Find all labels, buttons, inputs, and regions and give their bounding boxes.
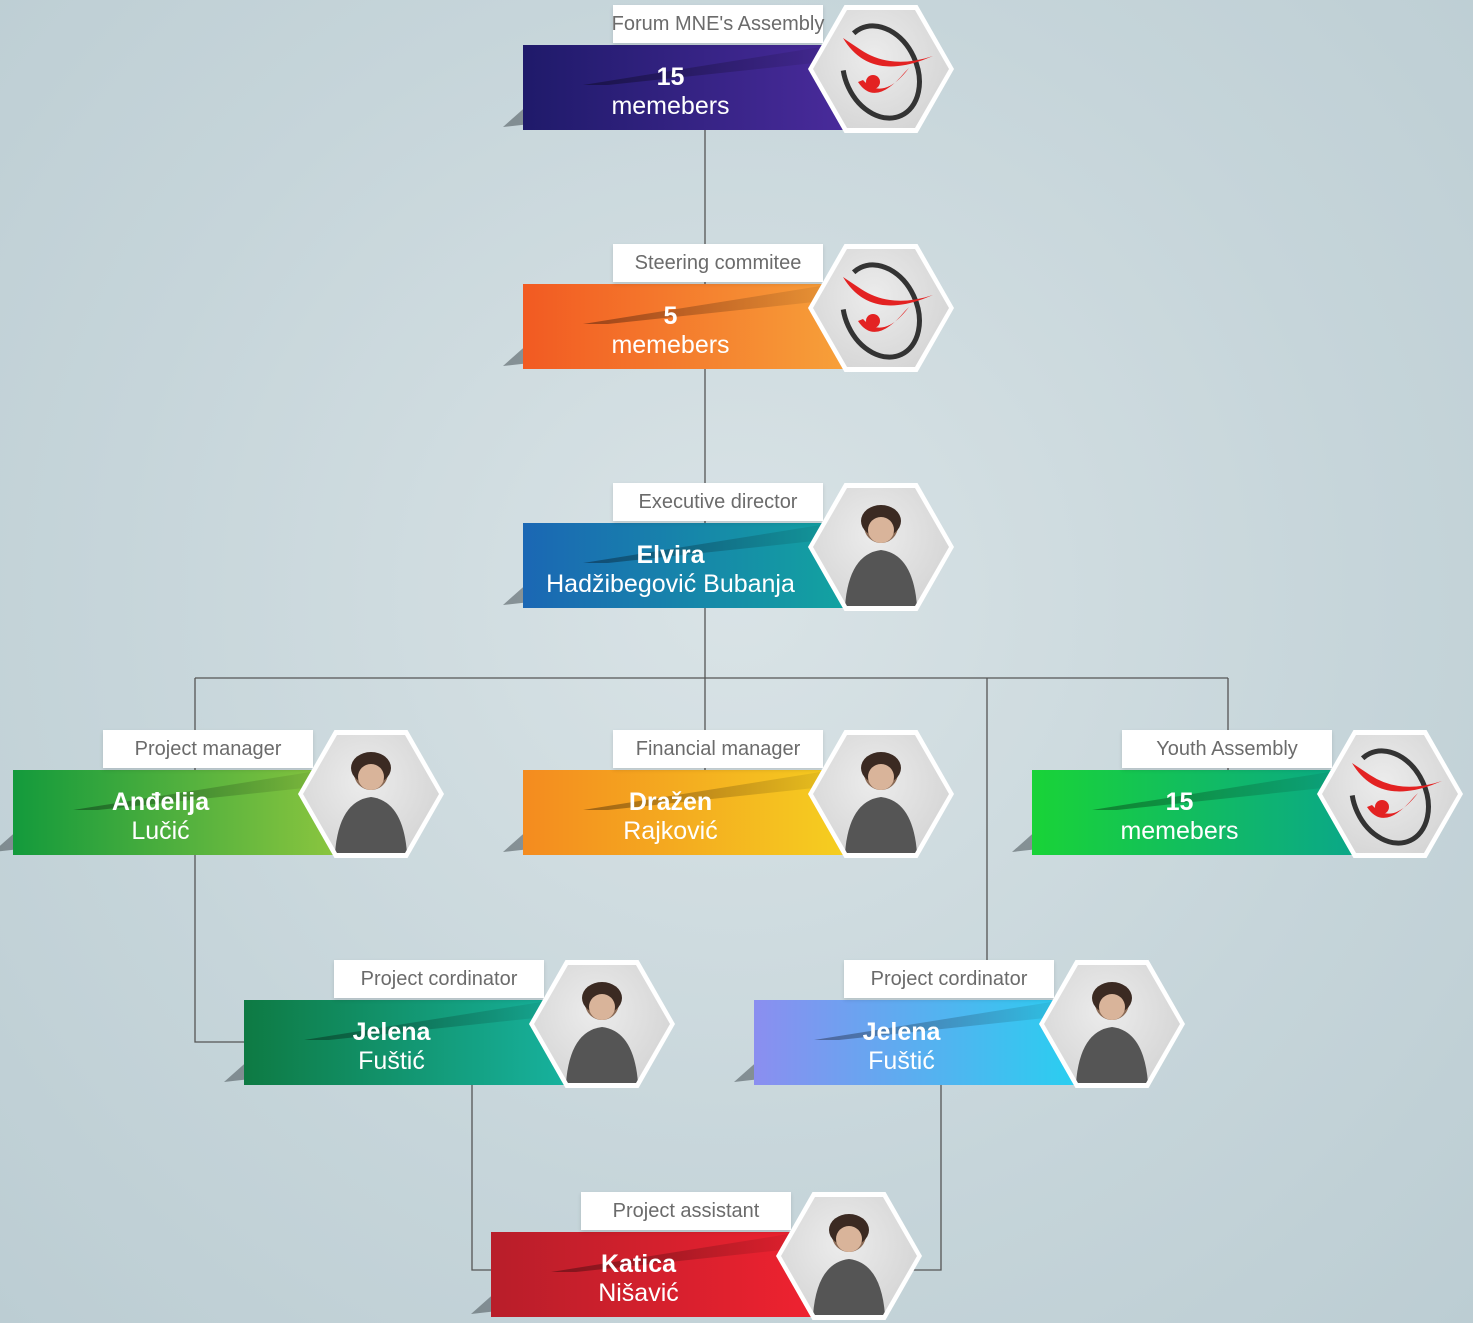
name-band xyxy=(523,770,853,855)
role-label: Project manager xyxy=(103,730,313,768)
name-line-1: 5 xyxy=(663,302,678,330)
name-line-2: Lučić xyxy=(131,817,190,845)
name-line-1: 15 xyxy=(656,63,685,91)
avatar-hexagon xyxy=(1317,730,1463,858)
avatar-hexagon xyxy=(808,5,954,133)
forum-logo-icon xyxy=(813,249,949,367)
name-line-2: Hadžibegović Bubanja xyxy=(546,570,795,598)
avatar-hexagon xyxy=(808,483,954,611)
name-band xyxy=(1032,770,1362,855)
avatar-hexagon xyxy=(529,960,675,1088)
avatar-hexagon xyxy=(1039,960,1185,1088)
role-label: Project assistant xyxy=(581,1192,791,1230)
role-label: Project cordinator xyxy=(844,960,1054,998)
name-band xyxy=(523,45,853,130)
avatar-hexagon xyxy=(808,730,954,858)
name-line-1: Jelena xyxy=(352,1018,431,1046)
role-label: Youth Assembly xyxy=(1122,730,1332,768)
name-line-2: Fuštić xyxy=(358,1047,425,1075)
name-line-1: Katica xyxy=(600,1250,677,1278)
name-line-2: Fuštić xyxy=(868,1047,935,1075)
name-band xyxy=(523,284,853,369)
role-label: Executive director xyxy=(613,483,823,521)
person-photo-icon xyxy=(303,735,439,853)
connector-pm-coord1 xyxy=(194,852,244,1043)
role-label: Financial manager xyxy=(613,730,823,768)
name-line-2: Nišavić xyxy=(598,1279,679,1307)
name-line-1: Dražen xyxy=(628,788,713,816)
connector-coord1-assistant xyxy=(471,1083,491,1271)
name-line-2: Rajković xyxy=(623,817,718,845)
name-line-2: memebers xyxy=(611,92,730,120)
name-band xyxy=(754,1000,1084,1085)
forum-logo-icon xyxy=(813,10,949,128)
name-line-1: Anđelija xyxy=(111,788,210,816)
name-line-1: 15 xyxy=(1165,788,1194,816)
name-band xyxy=(13,770,343,855)
avatar-hexagon xyxy=(298,730,444,858)
name-band xyxy=(523,523,853,608)
person-photo-icon xyxy=(813,735,949,853)
role-label: Project cordinator xyxy=(334,960,544,998)
name-band xyxy=(491,1232,821,1317)
name-line-1: Elvira xyxy=(636,541,705,569)
role-label: Forum MNE's Assembly xyxy=(612,5,824,43)
avatar-hexagon xyxy=(776,1192,922,1320)
name-band xyxy=(244,1000,574,1085)
name-line-2: memebers xyxy=(611,331,730,359)
name-line-2: memebers xyxy=(1120,817,1239,845)
person-photo-icon xyxy=(813,488,949,606)
name-line-1: Jelena xyxy=(862,1018,941,1046)
avatar-hexagon xyxy=(808,244,954,372)
role-label: Steering commitee xyxy=(613,244,823,282)
